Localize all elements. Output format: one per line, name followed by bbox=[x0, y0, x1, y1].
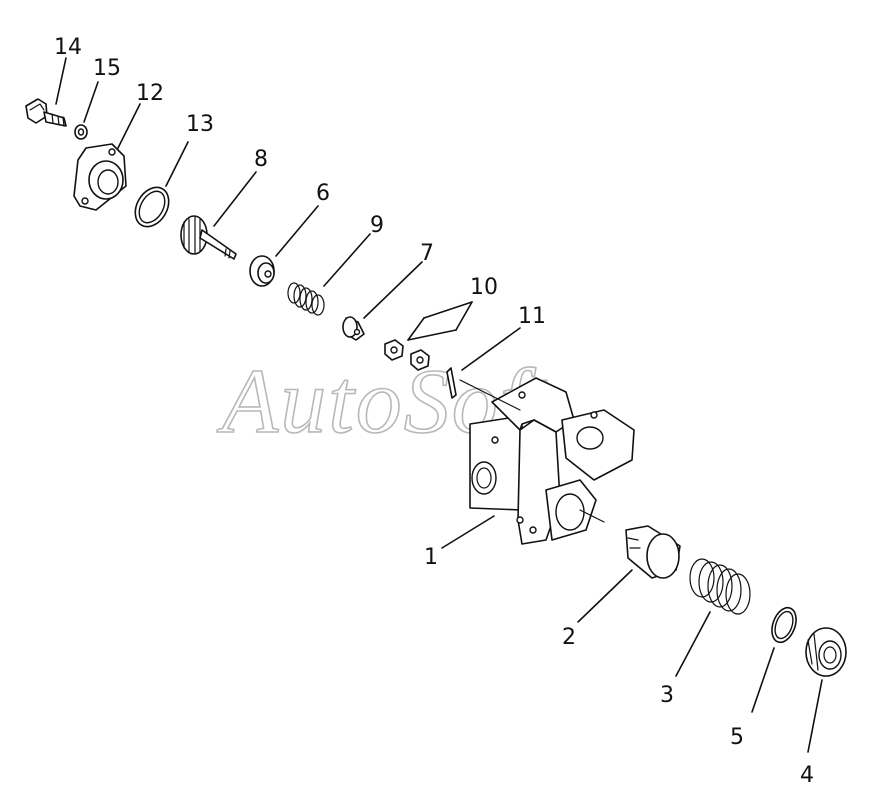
leader-lines bbox=[55, 57, 823, 753]
callout-4: 4 bbox=[800, 763, 814, 788]
callout-14: 14 bbox=[54, 35, 82, 60]
part-2-piston bbox=[625, 525, 681, 579]
callout-15: 15 bbox=[93, 56, 121, 81]
callout-13: 13 bbox=[186, 112, 214, 137]
callout-6: 6 bbox=[316, 181, 330, 206]
part-13-o-ring bbox=[134, 186, 170, 228]
callout-9: 9 bbox=[370, 213, 384, 238]
part-5-o-ring bbox=[771, 606, 797, 644]
part-14-bolt bbox=[25, 98, 67, 127]
part-11-pin bbox=[446, 367, 457, 399]
callout-3: 3 bbox=[660, 683, 674, 708]
part-10-nuts bbox=[384, 339, 430, 371]
callout-labels: 14 15 12 13 8 6 9 7 10 11 1 2 3 5 4 bbox=[54, 35, 814, 788]
callout-12: 12 bbox=[136, 81, 164, 106]
part-15-washer bbox=[74, 124, 88, 140]
part-7-poppet bbox=[342, 316, 365, 341]
part-1-valve-body bbox=[459, 377, 635, 545]
callout-7: 7 bbox=[420, 241, 434, 266]
part-8-plug-pin bbox=[180, 215, 237, 260]
callout-1: 1 bbox=[424, 545, 438, 570]
part-9-spring bbox=[287, 282, 325, 316]
callout-8: 8 bbox=[254, 147, 268, 172]
part-6-retainer bbox=[249, 255, 275, 287]
part-4-plug bbox=[805, 627, 847, 677]
callout-11: 11 bbox=[518, 304, 546, 329]
callout-5: 5 bbox=[730, 725, 744, 750]
callout-2: 2 bbox=[562, 625, 576, 650]
part-3-spring bbox=[689, 558, 751, 615]
callout-10: 10 bbox=[470, 275, 498, 300]
part-12-flange-cover bbox=[73, 143, 127, 211]
